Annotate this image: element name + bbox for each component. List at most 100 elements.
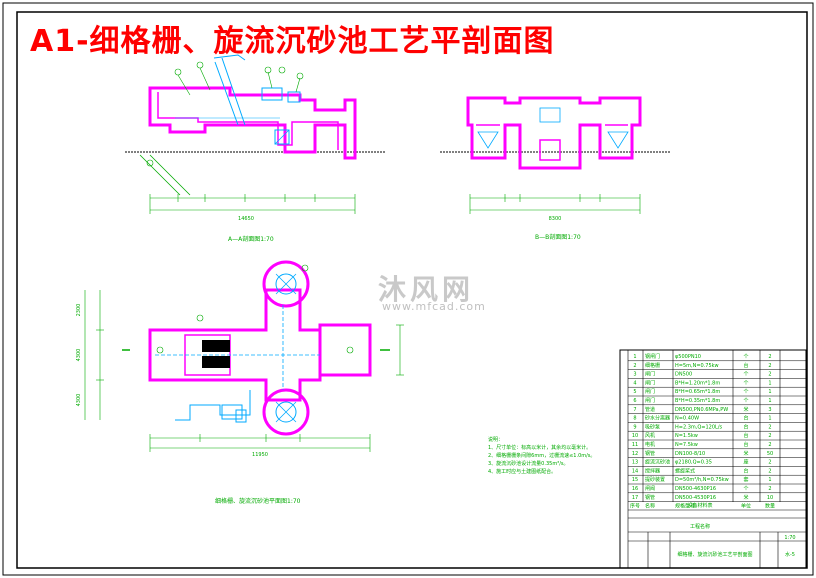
table-cell-no: 15 <box>632 477 638 483</box>
table-cell-spec: DN500-4630P16 <box>675 486 716 492</box>
table-cell-qty: 1 <box>768 389 771 395</box>
table-cell-spec: DN500,PN0.6MPa,PW <box>675 407 728 413</box>
plan-dim-a: 2300 <box>76 304 82 317</box>
table-header-no: 序号 <box>630 503 640 510</box>
table-cell-qty: 2 <box>768 372 771 378</box>
table-cell-unit: 个 <box>743 389 748 395</box>
note-line: 4、施工时应与土建图纸配合。 <box>488 469 557 475</box>
note-line: 3、旋流沉砂池设计流量0.35m³/s。 <box>488 461 569 467</box>
title-block-scale: 1:70 <box>784 535 795 541</box>
table-header-qty: 数量 <box>765 503 775 510</box>
table-cell-no: 6 <box>633 398 636 404</box>
table-cell-qty: 1 <box>768 477 771 483</box>
table-cell-unit: 台 <box>743 432 748 439</box>
plan-dim-c: 4300 <box>76 394 82 407</box>
table-cell-name: 搅拌器 <box>645 467 660 474</box>
table-header-name: 名称 <box>645 503 655 510</box>
table-cell-name: 吸砂泵 <box>645 423 660 430</box>
table-cell-name: 管道 <box>645 406 655 413</box>
table-cell-name: 细格栅 <box>645 362 660 369</box>
table-cell-unit: 米 <box>743 406 748 413</box>
table-cell-spec: B*H=0.65m*1.8m <box>675 389 720 395</box>
table-cell-unit: 个 <box>743 398 748 404</box>
table-cell-name: 砂水分离器 <box>645 415 670 422</box>
table-cell-spec: DN500-4530P16 <box>675 495 716 501</box>
table-cell-spec: N=0.40W <box>675 416 699 422</box>
table-cell-qty: 1 <box>768 398 771 404</box>
table-cell-name: 钢闸门 <box>645 353 660 360</box>
table-cell-no: 17 <box>632 495 638 501</box>
section-aa <box>125 54 385 214</box>
caption-section-aa: A—A剖面图1:70 <box>228 236 274 243</box>
table-cell-name: 电机 <box>645 441 655 448</box>
title-block-project: 工程名称 <box>690 523 710 530</box>
table-cell-unit: 台 <box>743 362 748 369</box>
equipment-table-frame <box>619 349 807 569</box>
caption-plan: 细格栅、旋流沉砂池平面图1:70 <box>215 498 301 505</box>
table-cell-unit: 台 <box>743 441 748 448</box>
notes-block: 说明： 1、尺寸单位：标高以米计，其余均以毫米计。 2、细格栅栅条间隙6mm，过… <box>488 436 595 476</box>
table-cell-no: 1 <box>633 354 636 360</box>
table-cell-spec: B*H=0.35m*1.8m <box>675 398 720 404</box>
bb-total-dim: 8300 <box>549 216 562 222</box>
table-cell-spec: H=2.3m,Q=120L/s <box>675 424 722 430</box>
table-cell-unit: 座 <box>743 459 748 466</box>
table-cell-qty: 1 <box>768 416 771 422</box>
table-cell-qty: 3 <box>768 407 771 413</box>
table-cell-unit: 个 <box>743 380 748 386</box>
aa-total-dim: 14650 <box>238 216 254 222</box>
table-cell-qty: 2 <box>768 486 771 492</box>
notes-heading: 说明： <box>488 437 504 443</box>
table-cell-spec: DN100-8/10 <box>675 451 705 457</box>
table-cell-qty: 2 <box>768 468 771 474</box>
table-cell-spec: N=1.5kw <box>675 433 698 439</box>
table-cell-name: 旋流沉砂池 <box>645 459 670 466</box>
caption-section-bb: B—B剖面图1:70 <box>535 234 581 241</box>
table-cell-qty: 1 <box>768 380 771 386</box>
table-cell-spec: 螺旋桨式 <box>675 467 695 474</box>
section-bb <box>440 96 670 214</box>
table-cell-spec: B*H=1.20m*1.8m <box>675 380 720 386</box>
table-cell-no: 2 <box>633 363 636 369</box>
title-block-sheet: 水-5 <box>785 551 795 558</box>
table-cell-no: 7 <box>633 407 636 413</box>
table-cell-unit: 套 <box>743 476 748 483</box>
table-cell-name: 闸门 <box>645 379 655 386</box>
table-cell-qty: 2 <box>768 424 771 430</box>
table-cell-qty: 10 <box>767 495 773 501</box>
table-cell-qty: 2 <box>768 433 771 439</box>
table-cell-no: 9 <box>633 424 636 430</box>
table-cell-no: 13 <box>632 460 638 466</box>
table-cell-unit: 台 <box>743 467 748 474</box>
table-cell-unit: 个 <box>743 354 748 360</box>
legend-title: 设备材料表 <box>687 502 712 509</box>
watermark-brand: 沐风网 <box>378 273 475 306</box>
table-cell-spec: φ500PN10 <box>675 354 701 360</box>
table-cell-no: 10 <box>632 433 638 439</box>
table-cell-unit: 台 <box>743 415 748 422</box>
table-cell-spec: D=50m³/h,N=0.75kw <box>675 477 729 483</box>
table-cell-no: 14 <box>632 468 638 474</box>
table-cell-name: 风机 <box>645 432 655 439</box>
plan-view <box>84 260 404 452</box>
table-cell-qty: 2 <box>768 354 771 360</box>
table-cell-unit: 个 <box>743 372 748 378</box>
table-cell-no: 5 <box>633 389 636 395</box>
drawing-title: A1-细格栅、旋流沉砂池工艺平剖面图 <box>30 24 555 59</box>
table-cell-no: 4 <box>633 380 636 386</box>
title-block-drawing-name: 细格栅、旋流沉砂池工艺平剖面图 <box>677 551 752 558</box>
table-cell-no: 3 <box>633 372 636 378</box>
table-cell-unit: 台 <box>743 423 748 430</box>
table-cell-name: 闸门 <box>645 388 655 395</box>
table-header-spec: 规格型号 <box>675 503 695 510</box>
plan-total-dim: 11950 <box>252 452 268 458</box>
table-cell-no: 12 <box>632 451 638 457</box>
table-cell-name: 闸门 <box>645 397 655 404</box>
note-line: 1、尺寸单位：标高以米计，其余均以毫米计。 <box>488 445 592 451</box>
table-cell-qty: 2 <box>768 460 771 466</box>
table-cell-no: 8 <box>633 416 636 422</box>
table-cell-unit: 个 <box>743 486 748 492</box>
table-cell-spec: φ2180,Q=0.35 <box>675 460 712 466</box>
